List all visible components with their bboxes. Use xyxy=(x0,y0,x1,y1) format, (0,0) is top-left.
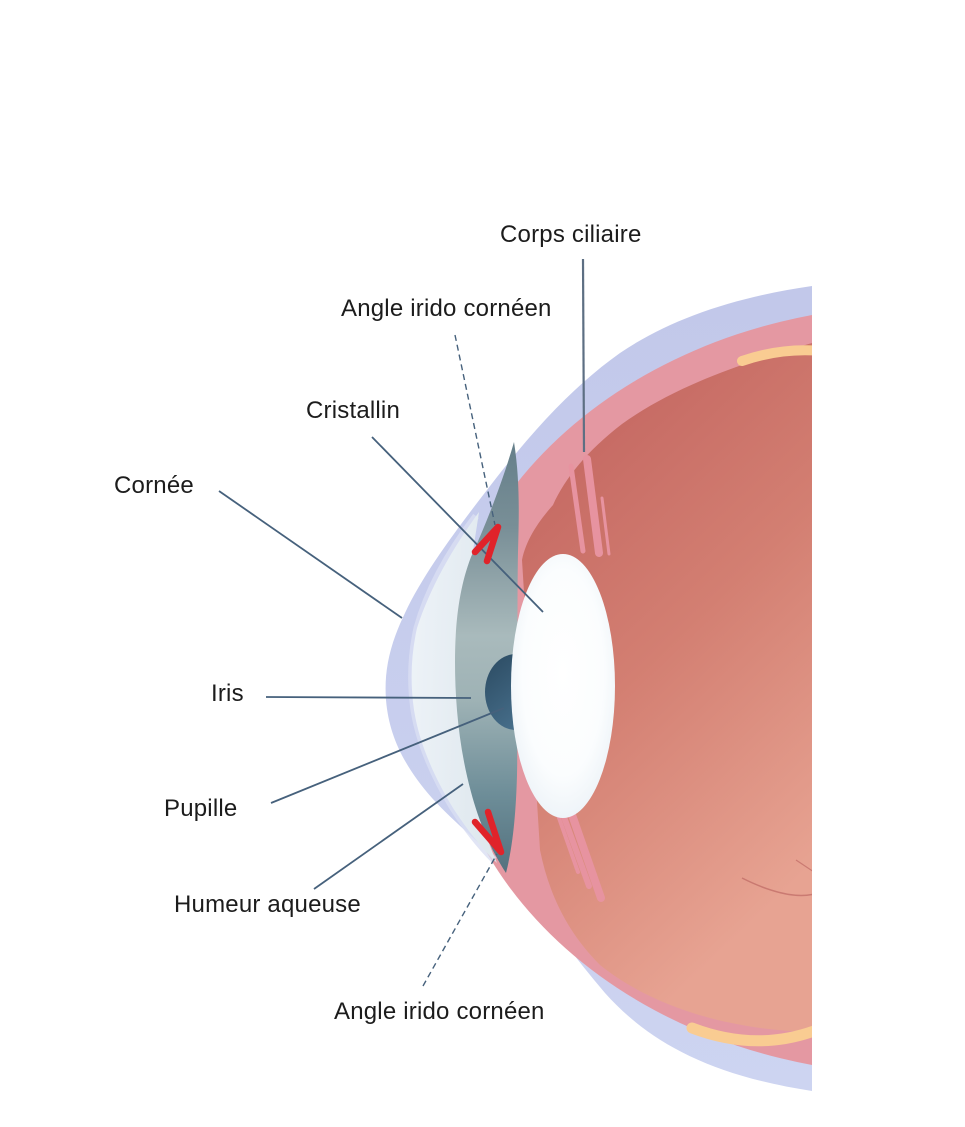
label-corps-ciliaire: Corps ciliaire xyxy=(500,221,642,248)
label-humeur-aqueuse: Humeur aqueuse xyxy=(174,891,361,918)
vessel-line-small xyxy=(795,859,812,872)
iris-shape xyxy=(455,442,519,873)
angle-marker-top xyxy=(471,523,502,565)
label-cristallin: Cristallin xyxy=(306,397,401,424)
leader-line-cornee xyxy=(218,490,403,619)
leader-line-iris xyxy=(265,696,472,699)
label-cornee: Cornée xyxy=(114,472,194,499)
vessel-line xyxy=(741,877,812,897)
lens-shape xyxy=(511,554,615,818)
label-angle-irido-corneen-haut: Angle irido cornéen xyxy=(341,295,552,322)
choroid-highlight-bottom xyxy=(686,1022,812,1047)
label-pupille: Pupille xyxy=(164,795,238,822)
label-angle-irido-corneen-bas: Angle irido cornéen xyxy=(334,998,545,1025)
leader-line-pupille xyxy=(270,707,505,804)
anterior-chamber-shape xyxy=(411,512,497,863)
leader-line-corps-ciliaire xyxy=(581,258,586,453)
ciliary-fibers-top xyxy=(568,455,611,557)
leader-line-angle-irido-corneen-haut xyxy=(454,334,496,526)
leader-line-angle-irido-corneen-bas xyxy=(422,853,498,987)
leader-line-humeur-aqueuse xyxy=(313,783,464,890)
choroid-highlight-top xyxy=(737,345,812,366)
angle-marker-bottom xyxy=(471,808,505,856)
leader-line-cristallin xyxy=(371,436,544,613)
leader-lines xyxy=(218,258,586,987)
label-iris: Iris xyxy=(211,680,244,707)
